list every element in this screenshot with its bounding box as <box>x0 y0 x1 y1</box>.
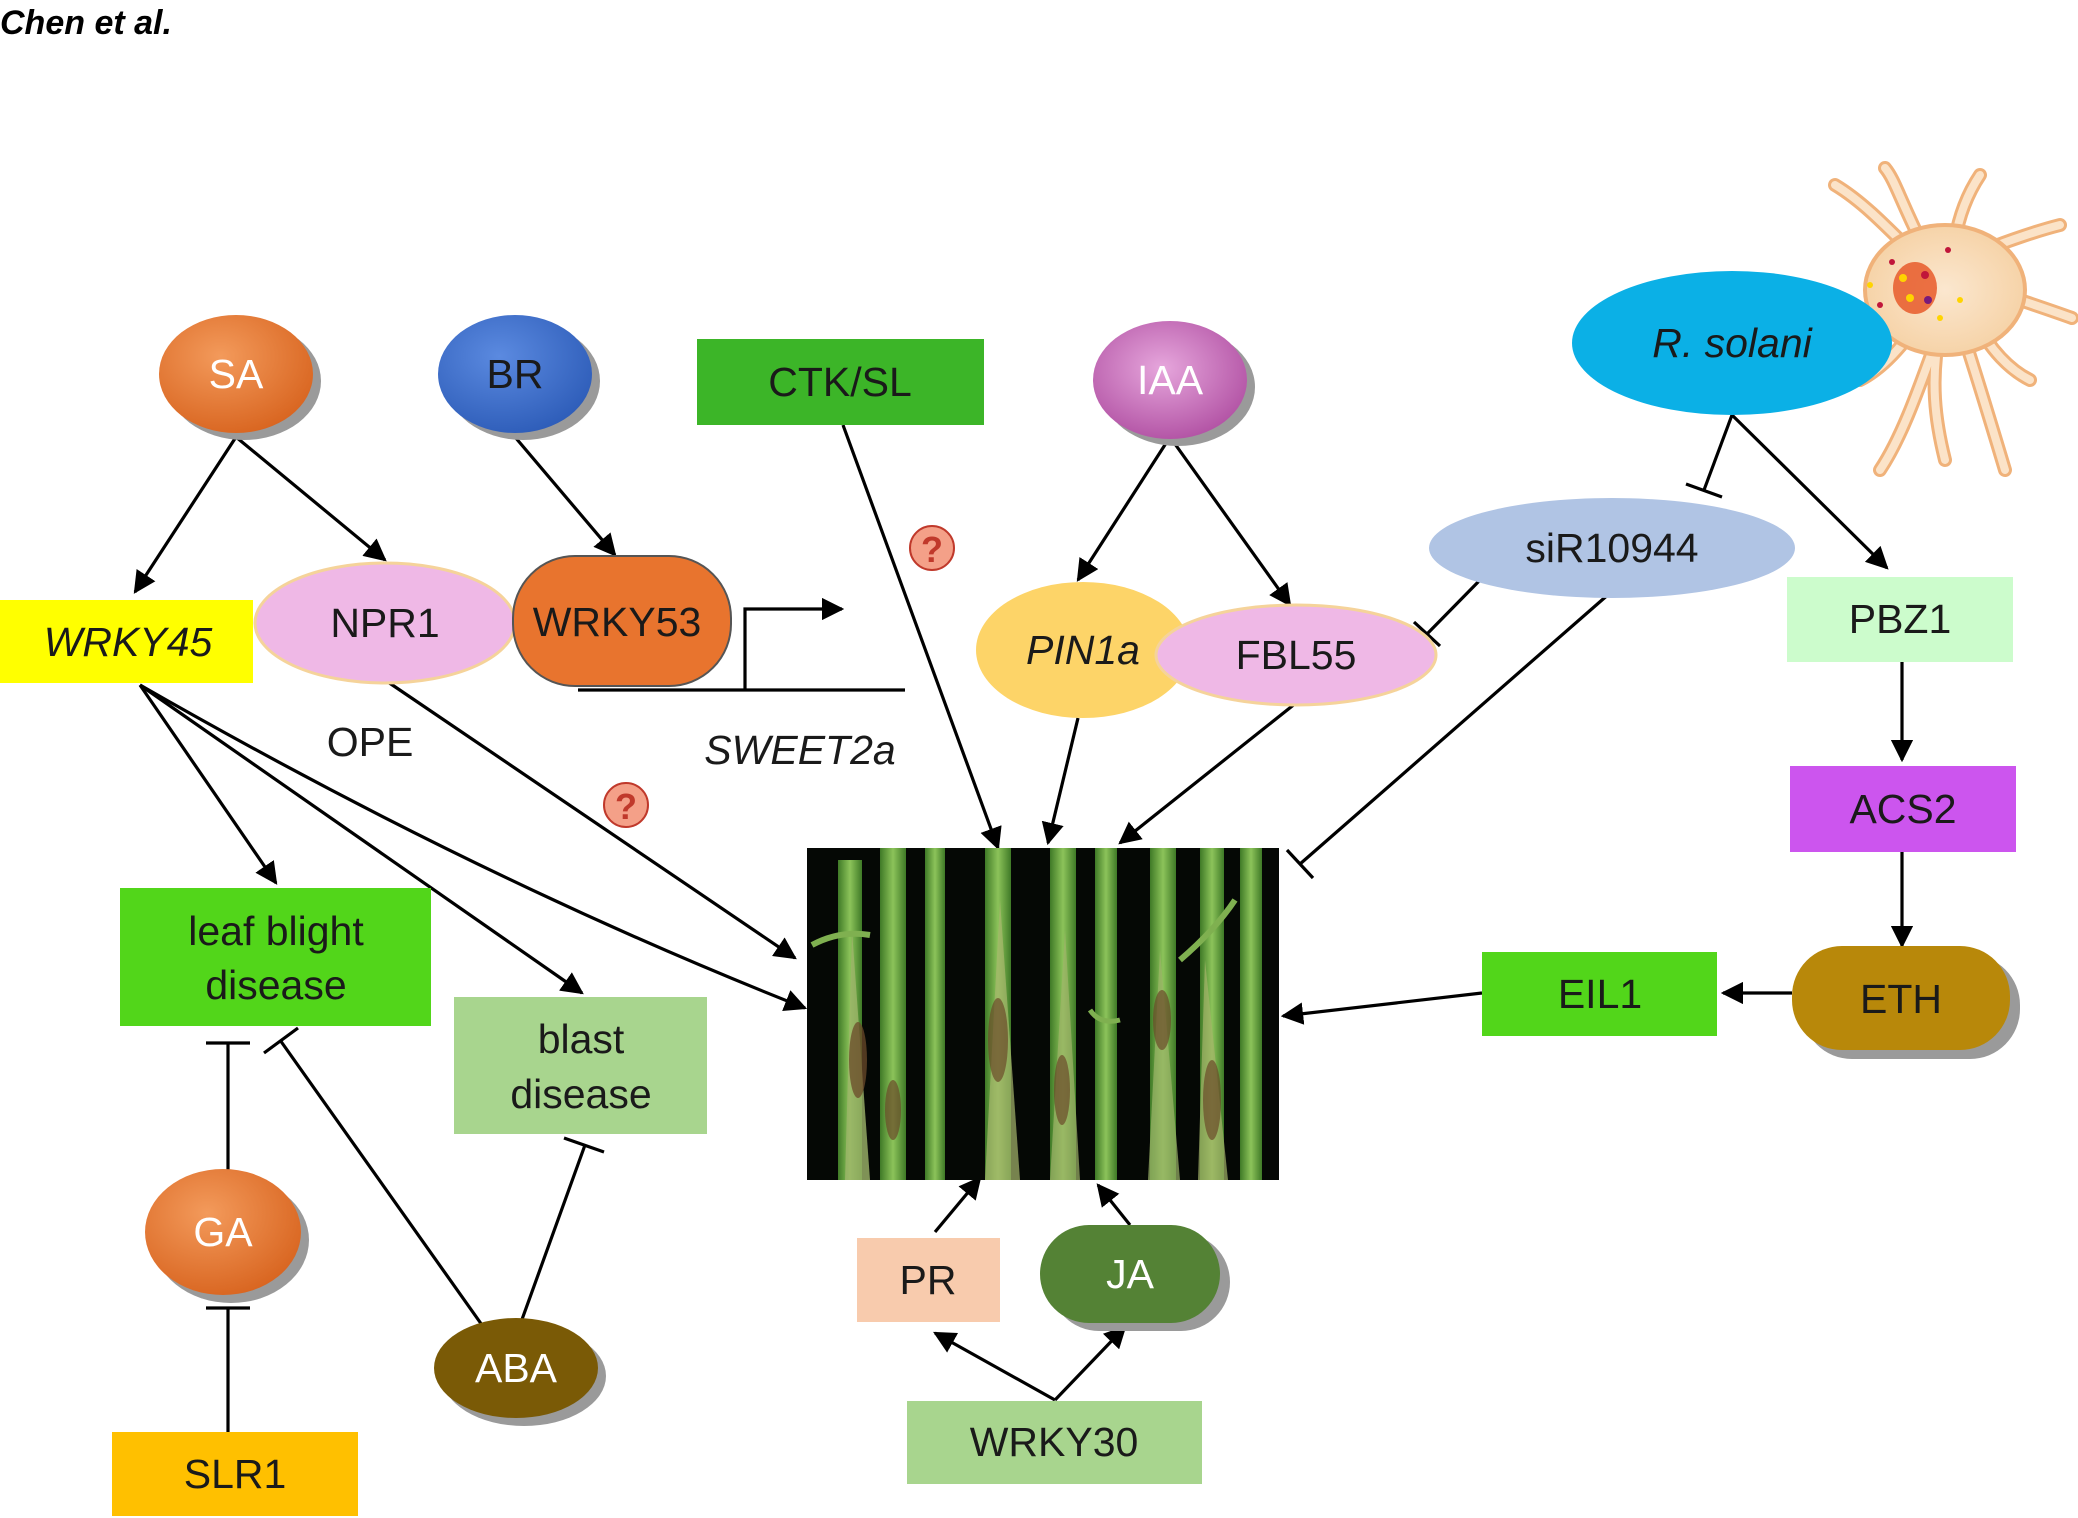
edge-ja-plant <box>1096 1183 1132 1226</box>
node-wrky53-label: WRKY53 <box>533 599 702 645</box>
fungus-body <box>1863 223 2027 357</box>
edges <box>133 413 1914 1432</box>
edge-wrky30-pr <box>933 1331 1056 1402</box>
node-aba: ABA <box>434 1318 606 1426</box>
edge-aba-blast <box>518 1144 587 1326</box>
edge-wrky45-blast <box>139 683 584 995</box>
node-blast: blast disease <box>454 997 707 1134</box>
node-leaf-blight-line2: disease <box>205 962 346 1008</box>
question-mark-lower: ? <box>603 782 649 828</box>
edge-sir10944-plant-bar <box>1285 848 1315 880</box>
node-eth: ETH <box>1792 946 2020 1059</box>
edge-pin1a-plant <box>1041 717 1080 846</box>
node-iaa-label: IAA <box>1137 357 1204 403</box>
edge-rsolani-pbz1 <box>1730 413 1889 570</box>
node-eth-label: ETH <box>1860 976 1942 1022</box>
node-ja-label: JA <box>1106 1251 1155 1297</box>
edge-sir10944-fbl55 <box>1425 576 1484 636</box>
node-sir10944: siR10944 <box>1429 498 1795 598</box>
node-ctk-sl: CTK/SL <box>697 339 984 425</box>
edge-wrky45-leafblight <box>138 684 278 885</box>
question-mark-upper: ? <box>909 525 955 571</box>
fungus-nucleus <box>1893 262 1937 314</box>
node-wrky45-label: WRKY45 <box>44 619 213 665</box>
node-leaf-blight-line1: leaf blight <box>188 908 364 954</box>
sweet2a-promoter-arrow <box>743 597 845 690</box>
node-ga: GA <box>145 1169 309 1303</box>
node-pr-label: PR <box>900 1257 957 1303</box>
node-leaf-blight: leaf blight disease <box>120 888 431 1026</box>
node-blast-line2: disease <box>510 1071 651 1117</box>
edge-pr-plant <box>933 1176 982 1234</box>
node-sa-label: SA <box>209 351 264 397</box>
edge-wrky45-plant <box>139 683 808 1012</box>
node-slr1: SLR1 <box>112 1432 358 1516</box>
edge-wrky30-ja <box>1053 1325 1127 1402</box>
edge-aba-blast-bar <box>563 1136 605 1154</box>
edge-fbl55-plant <box>1118 701 1297 845</box>
node-wrky45: WRKY45 <box>0 600 253 683</box>
ope-label: OPE <box>327 719 414 765</box>
author-label: Chen et al. <box>0 4 172 42</box>
edge-sir10944-fbl55-bar <box>1412 620 1442 648</box>
svg-text:?: ? <box>615 786 637 827</box>
node-pin1a: PIN1a <box>976 582 1190 718</box>
rice-stem-photo <box>807 848 1279 1180</box>
edge-eil1-plant <box>1280 991 1483 1025</box>
node-slr1-label: SLR1 <box>184 1451 287 1497</box>
node-aba-label: ABA <box>475 1345 558 1391</box>
edge-aba-leafblight <box>278 1039 484 1326</box>
edge-npr1-plant <box>384 678 797 960</box>
node-ctk-sl-label: CTK/SL <box>768 359 912 405</box>
node-ga-label: GA <box>193 1209 253 1255</box>
edge-br-wrky53 <box>513 435 617 557</box>
node-npr1-label: NPR1 <box>330 600 439 646</box>
node-acs2: ACS2 <box>1790 766 2016 852</box>
node-pbz1: PBZ1 <box>1787 577 2013 662</box>
edge-iaa-fbl55 <box>1168 436 1292 607</box>
node-fbl55-label: FBL55 <box>1236 632 1357 678</box>
node-wrky30-label: WRKY30 <box>970 1419 1139 1465</box>
node-pbz1-label: PBZ1 <box>1849 596 1952 642</box>
edge-rsolani-sir10944-bar <box>1685 482 1723 499</box>
node-fbl55: FBL55 <box>1154 603 1438 707</box>
node-eil1: EIL1 <box>1482 952 1717 1036</box>
node-acs2-label: ACS2 <box>1849 786 1956 832</box>
edge-sa-npr1 <box>234 435 387 562</box>
node-wrky53: WRKY53 <box>512 555 732 687</box>
node-pr: PR <box>857 1238 1000 1322</box>
edge-aba-leafblight-bar <box>263 1026 299 1055</box>
edge-rsolani-sir10944 <box>1702 414 1734 491</box>
node-ja: JA <box>1040 1225 1230 1331</box>
fungus-illustration <box>1823 161 2078 477</box>
node-eil1-label: EIL1 <box>1558 971 1642 1017</box>
sweet2a-label: SWEET2a <box>704 727 895 773</box>
edge-sir10944-plant <box>1298 591 1612 866</box>
edge-sa-wrky45 <box>133 436 238 594</box>
node-npr1: NPR1 <box>253 561 517 685</box>
node-sir10944-label: siR10944 <box>1525 525 1698 571</box>
node-pin1a-label: PIN1a <box>1026 627 1140 673</box>
edge-ctk-plant <box>841 424 1002 851</box>
svg-text:?: ? <box>921 529 943 570</box>
node-r-solani: R. solani <box>1572 271 1892 415</box>
node-blast-line1: blast <box>538 1016 625 1062</box>
node-r-solani-label: R. solani <box>1652 320 1813 366</box>
node-wrky30: WRKY30 <box>907 1401 1202 1484</box>
node-iaa: IAA <box>1093 321 1255 446</box>
edge-iaa-pin1a <box>1076 436 1172 582</box>
node-br-label: BR <box>487 351 544 397</box>
node-sa: SA <box>159 315 321 440</box>
node-br: BR <box>438 315 600 440</box>
